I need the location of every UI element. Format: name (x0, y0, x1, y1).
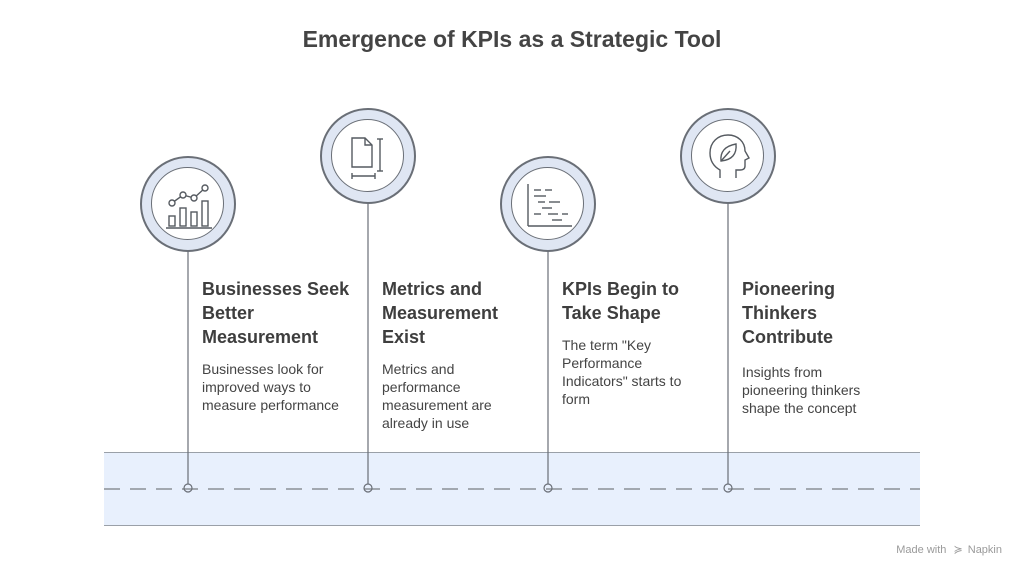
footer-prefix: Made with (896, 544, 947, 556)
timeline-node-4 (723, 483, 733, 493)
timeline-node-2 (363, 483, 373, 493)
gantt-chart-icon (527, 184, 572, 227)
step-1-title: Businesses Seek Better Measurement (202, 279, 350, 347)
step-3-icon-circle (500, 156, 596, 252)
footer-brand: Napkin (967, 544, 1002, 556)
step-2-description: Metrics and performance measurement are … (382, 361, 492, 431)
step-4-icon-circle (680, 108, 776, 204)
step-3-title: KPIs Begin to Take Shape (562, 279, 680, 323)
document-measure-icon (351, 137, 383, 179)
napkin-logo-icon: ≽ (953, 544, 963, 556)
step-2-icon-circle (320, 108, 416, 204)
head-leaf-icon (709, 134, 750, 178)
step-4-title: Pioneering Thinkers Contribute (742, 279, 836, 347)
chart-growth-icon (166, 184, 212, 229)
step-1-icon-circle (140, 156, 236, 252)
footer-attribution: Made with ≽ Napkin (896, 543, 1002, 556)
timeline-node-3 (543, 483, 553, 493)
timeline-node-1 (183, 483, 193, 493)
step-1-description: Businesses look for improved ways to mea… (202, 361, 339, 413)
step-2-title: Metrics and Measurement Exist (382, 279, 499, 347)
step-3-description: The term "Key Performance Indicators" st… (562, 337, 682, 407)
step-4-description: Insights from pioneering thinkers shape … (742, 364, 861, 416)
page-title: Emergence of KPIs as a Strategic Tool (302, 26, 722, 52)
